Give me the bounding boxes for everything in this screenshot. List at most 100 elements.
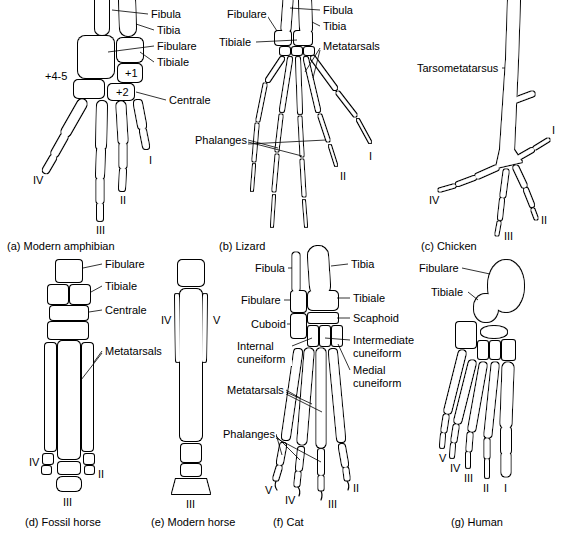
- leader-line: [81, 353, 102, 380]
- bone: [252, 165, 254, 190]
- bone: [97, 206, 103, 218]
- digit-number: IV: [449, 462, 461, 475]
- bone: [338, 93, 355, 115]
- leader-line: [292, 338, 312, 346]
- bone: [444, 417, 446, 430]
- bone: [502, 456, 511, 472]
- digit-number: II: [482, 482, 490, 495]
- leader-line: [331, 264, 348, 266]
- bone: [291, 291, 306, 312]
- leader-line: [81, 8, 505, 462]
- bone: [305, 0, 306, 28]
- bone: [100, 151, 101, 175]
- leader-line: [256, 40, 297, 42]
- bone: [42, 0, 548, 494]
- bone: [333, 353, 341, 438]
- bone: [300, 118, 302, 155]
- bone: [95, 0, 109, 28]
- part-label: Fibulare: [104, 258, 146, 271]
- part-label: Centrale: [168, 94, 212, 107]
- leader-line: [313, 50, 320, 78]
- bone: [280, 47, 290, 55]
- digit-number: IV: [160, 314, 172, 327]
- bone: [474, 294, 498, 322]
- panel-caption: (c) Chicken: [420, 240, 478, 253]
- bone: [342, 447, 345, 464]
- bone: [346, 470, 347, 478]
- bone: [143, 131, 146, 146]
- leader-line: [286, 390, 300, 398]
- panel-caption: (d) Fossil horse: [24, 516, 102, 529]
- digit-number: V: [212, 314, 221, 327]
- bone: [58, 341, 80, 459]
- bone: [488, 366, 495, 434]
- bone: [181, 464, 201, 476]
- claw: [321, 491, 322, 500]
- digit-number: II: [97, 468, 105, 481]
- part-label: Centrale: [104, 304, 148, 317]
- digit-number: III: [185, 498, 196, 511]
- digit-number: II: [119, 194, 127, 207]
- part-label: Metatarsals: [322, 40, 381, 53]
- bone: [485, 441, 490, 456]
- leader-line: [248, 140, 326, 144]
- bone: [502, 340, 515, 360]
- bone: [82, 343, 93, 451]
- bone: [481, 326, 507, 338]
- bone: [516, 94, 532, 100]
- leader-line: [136, 92, 166, 100]
- bone: [319, 478, 324, 488]
- bone: [297, 474, 298, 484]
- part-label: Tarsometatarsus: [416, 62, 499, 75]
- digit-number: I: [551, 124, 556, 137]
- part-label: Intermediate cuneiform: [352, 334, 424, 360]
- leader-line: [337, 318, 350, 319]
- bone: [526, 190, 532, 205]
- bone: [298, 59, 300, 112]
- bone: [293, 256, 300, 288]
- bone: [282, 59, 290, 110]
- bone: [458, 178, 474, 184]
- leader-line: [83, 264, 102, 268]
- digit-number: V: [438, 452, 447, 465]
- part-label: Tibiale: [104, 280, 138, 293]
- part-label: Medial cuneiform: [352, 364, 408, 390]
- bone: [127, 0, 128, 28]
- bone: [478, 341, 488, 359]
- part-label: Tibia: [322, 20, 347, 33]
- bone: [294, 31, 312, 45]
- bone: [178, 260, 204, 286]
- bone: [118, 64, 142, 82]
- bone: [48, 322, 88, 339]
- bone: [177, 296, 178, 360]
- part-label: Fibulare: [418, 262, 460, 275]
- bone: [272, 196, 274, 226]
- bone: [55, 137, 64, 153]
- panel-caption: (g) Human: [450, 516, 504, 529]
- digit-number: IV: [284, 494, 296, 507]
- part-label: Tibiale: [352, 292, 386, 305]
- leader-line: [89, 310, 102, 312]
- digit-number: II: [339, 170, 347, 183]
- bone: [66, 104, 82, 132]
- bone: [332, 326, 342, 346]
- digit-number: I: [503, 482, 508, 495]
- bone: [122, 171, 123, 188]
- bone: [58, 462, 80, 474]
- bone: [172, 479, 210, 494]
- bone: [302, 161, 304, 195]
- bone-number: +1: [124, 67, 139, 80]
- bone: [70, 285, 90, 304]
- bone: [318, 256, 320, 286]
- bone: [302, 353, 309, 440]
- part-label: Tibia: [350, 258, 375, 271]
- bone: [180, 289, 202, 441]
- bone: [516, 168, 524, 185]
- digit-number: I: [148, 154, 153, 167]
- bone: [490, 341, 500, 359]
- digit-number: III: [62, 496, 73, 509]
- bone: [120, 146, 127, 165]
- bone: [45, 343, 56, 451]
- bone: [535, 140, 548, 148]
- leader-line: [140, 52, 154, 62]
